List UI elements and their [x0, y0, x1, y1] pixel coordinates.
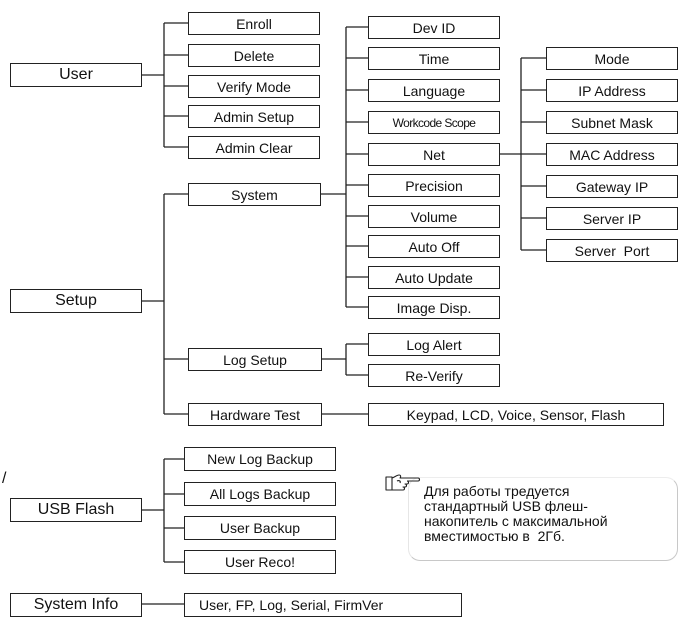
node-system-info: System Info — [10, 593, 142, 617]
node-re-verify: Re-Verify — [368, 364, 500, 387]
node-verify-mode: Verify Mode — [188, 75, 320, 98]
node-usb-flash: USB Flash — [10, 498, 142, 522]
node-volume: Volume — [368, 205, 500, 228]
node-time: Time — [368, 47, 500, 70]
node-system: System — [188, 183, 321, 206]
node-admin-clear: Admin Clear — [188, 136, 320, 159]
note-text: Для работы тредуется стандартный USB фле… — [424, 483, 608, 544]
node-precision: Precision — [368, 174, 500, 197]
node-mac-address: MAC Address — [546, 143, 678, 166]
node-log-alert: Log Alert — [368, 333, 500, 356]
node-image-disp: Image Disp. — [368, 296, 500, 319]
node-setup: Setup — [10, 289, 142, 313]
node-mode: Mode — [546, 47, 678, 70]
node-gateway-ip: Gateway IP — [546, 175, 678, 198]
node-log-setup: Log Setup — [188, 348, 322, 371]
node-new-log-backup: New Log Backup — [184, 447, 336, 471]
node-server-port: Server Port — [546, 239, 678, 262]
node-all-logs-backup: All Logs Backup — [184, 482, 336, 506]
node-delete: Delete — [188, 44, 320, 67]
node-language: Language — [368, 79, 500, 102]
node-user-reco: User Reco! — [184, 550, 336, 574]
node-subnet-mask: Subnet Mask — [546, 111, 678, 134]
node-user: User — [10, 63, 142, 87]
note-callout — [408, 477, 678, 561]
node-user-backup: User Backup — [184, 516, 336, 540]
node-auto-update: Auto Update — [368, 266, 500, 289]
node-server-ip: Server IP — [546, 207, 678, 230]
node-workcode-scope: Workcode Scope — [368, 111, 500, 134]
node-admin-setup: Admin Setup — [188, 105, 320, 128]
node-auto-off: Auto Off — [368, 235, 500, 258]
node-hardware-test-items: Keypad, LCD, Voice, Sensor, Flash — [368, 403, 664, 426]
node-system-info-items: User, FP, Log, Serial, FirmVer — [184, 593, 462, 617]
node-dev-id: Dev ID — [368, 16, 500, 39]
node-ip-address: IP Address — [546, 79, 678, 102]
pointing-hand-icon — [385, 474, 421, 491]
node-enroll: Enroll — [188, 12, 320, 35]
node-hardware-test: Hardware Test — [188, 403, 322, 426]
node-net: Net — [368, 143, 500, 166]
stray-mark: / — [2, 470, 7, 487]
